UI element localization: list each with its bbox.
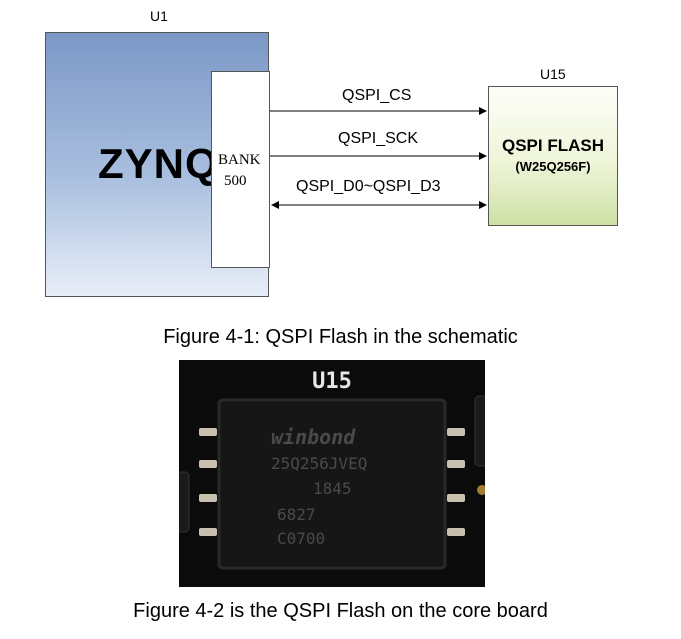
qspi-flash-part: (W25Q256F) (515, 159, 591, 174)
signal-arrows (270, 107, 487, 209)
bank-500-block (211, 71, 270, 268)
chip-line-5: C0700 (277, 529, 325, 548)
signal-sck-label: QSPI_SCK (338, 130, 419, 147)
qspi-flash-block (488, 86, 618, 226)
u1-label: U1 (150, 8, 168, 24)
qspi-flash-title: QSPI FLASH (501, 136, 604, 155)
bank-label: BANK 500 (218, 150, 261, 192)
chip-photo-drawing: U15 winbond 25Q256JVEQ 1845 6827 C0700 (179, 360, 485, 587)
chip-line-3: 1845 (313, 479, 352, 498)
board-photo: U15 winbond 25Q256JVEQ 1845 6827 C0700 (179, 360, 485, 587)
chip-line-1: winbond (271, 425, 356, 449)
figure-4-2-caption: Figure 4-2 is the QSPI Flash on the core… (133, 600, 548, 622)
figure-4-1-caption: Figure 4-1: QSPI Flash in the schematic (163, 326, 518, 348)
u15-label: U15 (540, 66, 566, 82)
signal-data-label: QSPI_D0~QSPI_D3 (296, 178, 441, 195)
zynq-label: ZYNQ (98, 140, 219, 187)
bank-label-line2: 500 (224, 173, 247, 189)
signal-cs-label: QSPI_CS (342, 87, 412, 104)
chip-line-2: 25Q256JVEQ (271, 454, 367, 473)
chip-line-4: 6827 (277, 505, 316, 524)
photo-silkscreen: U15 (312, 369, 352, 394)
bank-label-line1: BANK (218, 152, 261, 168)
